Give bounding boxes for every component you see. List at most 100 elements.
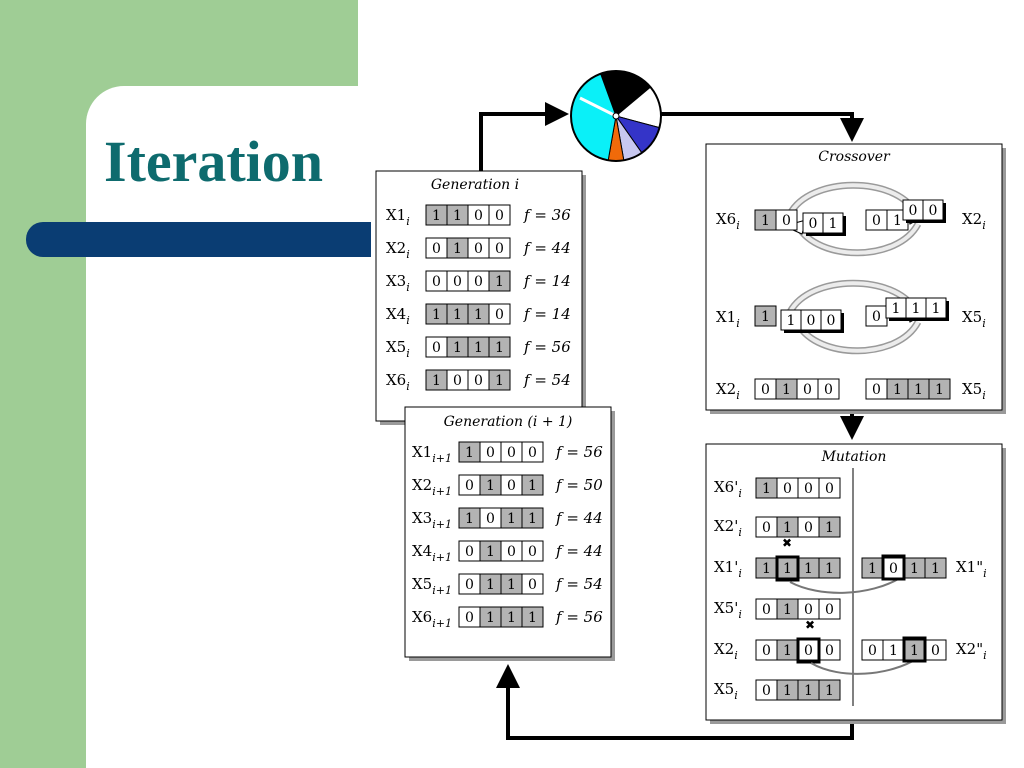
crossover-head-bits: 1 [754, 305, 777, 327]
bit-value: 1 [783, 683, 792, 699]
bit-value: 1 [935, 382, 944, 398]
chromosome-label: X1i+1 [412, 443, 452, 465]
bit-value: 1 [912, 301, 921, 317]
flipped-bit-highlight [881, 554, 906, 581]
bit-cell [488, 237, 511, 259]
bit-cell [521, 606, 544, 628]
bit-value: 0 [432, 241, 441, 257]
fitness-value: f = 56 [555, 608, 603, 626]
fitness-value: f = 14 [523, 305, 571, 323]
fitness-value: f = 44 [523, 239, 571, 257]
mutation-connector [789, 577, 901, 594]
bit-value: 1 [893, 213, 902, 229]
bit-value: 0 [465, 577, 474, 593]
wheel-hub [612, 112, 620, 120]
wheel-rim [570, 70, 662, 162]
mutation-connector [810, 657, 919, 675]
mutation-label: X6'i [714, 478, 742, 500]
mutation-label: X2i [714, 640, 738, 662]
generation-next-title: Generation (i + 1) [444, 414, 573, 430]
bit-value: 0 [486, 511, 495, 527]
bit-cell [488, 204, 511, 226]
bit-value: 1 [507, 610, 516, 626]
bit-value: 0 [824, 382, 833, 398]
flow-arrows [479, 102, 864, 740]
bit-value: 0 [929, 203, 938, 219]
bit-value: 0 [474, 373, 483, 389]
bit-value: 0 [486, 445, 495, 461]
chromosome-label: X6i [386, 371, 410, 393]
bit-value: 0 [872, 382, 881, 398]
fitness-value: f = 56 [555, 443, 603, 461]
bit-cell [818, 477, 841, 499]
bit-value: 1 [761, 213, 770, 229]
bit-value: 0 [827, 313, 836, 329]
fitness-value: f = 44 [555, 542, 603, 560]
bit-value: 0 [868, 643, 877, 659]
swap-arrow [796, 222, 920, 255]
crossover-result-label: X5i [962, 380, 986, 402]
bit-value: 0 [507, 544, 516, 560]
white-card [86, 86, 386, 768]
bit-cell [488, 336, 511, 358]
chromosome-label: X5i+1 [412, 575, 452, 597]
bit-value: 0 [761, 382, 770, 398]
mutation-label: X1'i [714, 558, 742, 580]
arrow-wheel-to-crossover [660, 112, 864, 142]
bit-value: 1 [495, 373, 504, 389]
fitness-value: f = 36 [523, 206, 571, 224]
mutation-label: X5'i [714, 599, 742, 621]
bit-cell [521, 573, 544, 595]
bit-cell [775, 209, 798, 231]
bit-value: 1 [783, 520, 792, 536]
bit-value: 1 [931, 561, 940, 577]
bit-value: 0 [809, 216, 818, 232]
bit-value: 1 [829, 216, 838, 232]
mutation-label: X2'i [714, 517, 742, 539]
bit-value: 1 [783, 643, 792, 659]
bit-value: 1 [825, 520, 834, 536]
bit-value: 1 [783, 561, 792, 577]
bit-cell [754, 305, 777, 327]
swap-arrow [796, 320, 920, 353]
bit-value: 0 [528, 577, 537, 593]
bit-value: 0 [931, 643, 940, 659]
chromosome-label: X2i+1 [412, 476, 452, 498]
bit-value: 1 [486, 544, 495, 560]
flipped-bit-highlight [902, 636, 927, 663]
generation-i-title: Generation i [431, 177, 519, 193]
bit-cell [818, 598, 841, 620]
crossover-label-x1: X1i [716, 308, 740, 330]
bit-cell [818, 679, 841, 701]
bit-value: 1 [892, 301, 901, 317]
bit-value: 1 [528, 478, 537, 494]
bit-value: 0 [762, 643, 771, 659]
bit-value: 1 [432, 208, 441, 224]
bit-value: 1 [910, 643, 919, 659]
bit-value: 1 [507, 577, 516, 593]
bit-value: 0 [495, 208, 504, 224]
chromosome-label: X3i+1 [412, 509, 452, 531]
bit-value: 1 [507, 511, 516, 527]
bit-value: 1 [893, 382, 902, 398]
crossover-label-x5: X5i [962, 308, 986, 330]
bit-value: 0 [804, 520, 813, 536]
bit-value: 1 [528, 511, 537, 527]
bit-value: 0 [762, 683, 771, 699]
